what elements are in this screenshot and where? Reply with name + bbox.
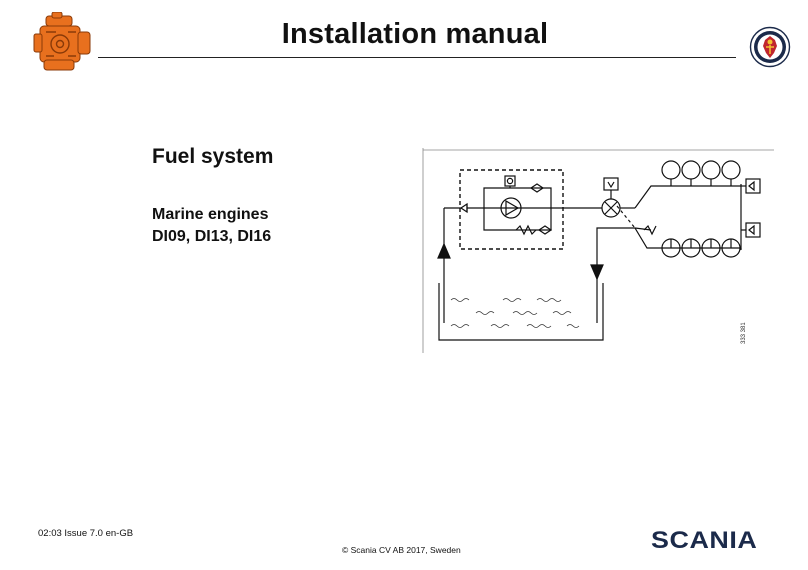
figure-number: 333 381 (741, 322, 747, 344)
document-subtitle: Marine engines DI09, DI13, DI16 (152, 204, 271, 248)
subtitle-line-models: DI09, DI13, DI16 (152, 228, 272, 245)
scania-griffin-icon (749, 26, 791, 73)
fuel-system-diagram: 333 381 (421, 148, 777, 365)
engine-icon (32, 11, 94, 79)
footer-copyright: © Scania CV AB 2017, Sweden (342, 545, 461, 555)
header-divider (98, 57, 736, 58)
document-title: Fuel system (152, 145, 274, 168)
scania-wordmark: SCANIA (651, 527, 758, 554)
footer-issue: 02:03 Issue 7.0 en-GB (38, 528, 134, 539)
header-title: Installation manual (281, 18, 549, 50)
subtitle-line-engines: Marine engines (152, 206, 269, 223)
